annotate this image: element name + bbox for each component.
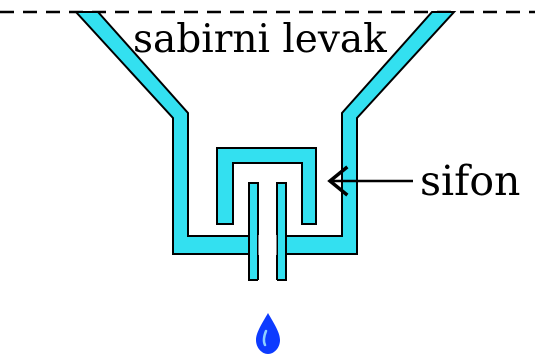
outlet-pipe-right-wall: [276, 182, 287, 281]
siphon-bell: [216, 147, 317, 225]
outlet-channel: [258, 183, 277, 281]
arrow-left-icon: [327, 165, 413, 197]
collector-funnel-walls: [73, 11, 457, 255]
funnel-label: sabirni levak: [133, 17, 387, 62]
outlet-pipe-left-wall: [248, 182, 259, 281]
water-drop-icon: [256, 313, 280, 354]
siphon-label: sifon: [420, 157, 520, 205]
